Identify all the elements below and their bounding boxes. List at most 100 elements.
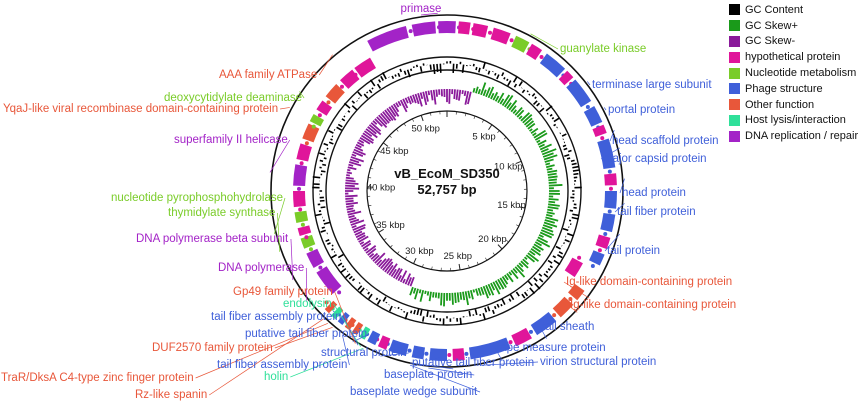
gene-label: tape measure protein: [497, 342, 606, 354]
cds-tip-11: [585, 105, 590, 110]
cds-tip-38: [337, 290, 342, 295]
cds-tip-21: [568, 297, 573, 302]
leader-line: [209, 318, 324, 396]
gene-label: structural protein: [321, 347, 407, 359]
gene-label: terminase large subunit: [592, 79, 712, 91]
cds-14: [597, 138, 616, 170]
cds-30: [377, 335, 391, 350]
scale-label: 5 kbp: [472, 131, 495, 142]
legend-label: DNA replication / repair: [745, 130, 859, 143]
scale-tick: [521, 170, 525, 172]
cds-4: [458, 21, 471, 35]
legend-item: Other function: [729, 97, 865, 113]
cds-tip-45: [299, 161, 304, 166]
gene-label: deoxycytidylate deaminase: [164, 92, 302, 104]
leader-line: [530, 33, 559, 50]
scale-tick: [383, 238, 387, 241]
legend-item: GC Skew-: [729, 34, 865, 50]
cds-tip-46: [304, 141, 309, 146]
gene-label: tail sheath: [542, 321, 594, 333]
legend-item: hypothetical protein: [729, 49, 865, 65]
cds-tip-1: [408, 29, 413, 34]
gene-label: portal protein: [608, 104, 675, 116]
leader-line: [409, 364, 481, 393]
leader-line: [586, 81, 591, 86]
cds-tip-26: [447, 352, 452, 357]
cds-40: [300, 234, 316, 249]
leader-line: [494, 347, 503, 361]
scale-tick: [519, 206, 526, 209]
leader-line: [333, 303, 361, 347]
scale-label: 30 kbp: [405, 246, 434, 257]
legend-swatch: [729, 35, 740, 47]
scale-tick: [378, 228, 384, 233]
gene-label: baseplate wedge subunit: [350, 386, 478, 398]
scale-tick: [464, 113, 467, 117]
cds-tip-41: [304, 235, 309, 240]
scale-label: 45 kbp: [380, 146, 409, 157]
cds-18: [595, 234, 611, 250]
legend-item: Host lysis/interaction: [729, 113, 865, 129]
cds-9: [539, 53, 566, 78]
legend-item: Phage structure: [729, 81, 865, 97]
scale-tick: [497, 244, 503, 250]
leader-line: [299, 91, 305, 99]
leader-line: [380, 352, 409, 357]
scale-tick: [373, 158, 377, 161]
legend-label: GC Content: [745, 3, 804, 16]
scale-label: 40 kbp: [367, 183, 396, 194]
leader-line: [609, 129, 615, 142]
cds-24: [511, 327, 532, 347]
cds-32: [359, 326, 371, 340]
cds-tip-17: [603, 231, 608, 236]
cds-tip-51: [353, 72, 358, 77]
cds-39: [306, 248, 325, 268]
gene-label: Ig-like domain-containing protein: [566, 276, 732, 288]
cds-15: [604, 173, 617, 186]
cds-25: [468, 337, 511, 360]
cds-tip-37: [324, 300, 329, 305]
gene-label: putative tail fiber protein: [245, 328, 367, 340]
gene-label: head scaffold protein: [612, 135, 719, 147]
legend-label: Phage structure: [745, 82, 823, 95]
leader-line: [600, 147, 620, 160]
cds-16: [604, 191, 617, 209]
scale-tick: [420, 115, 424, 122]
cds-22: [552, 296, 574, 318]
cds-51: [354, 57, 376, 78]
cds-tip-40: [308, 247, 313, 252]
cds-tip-50: [339, 84, 344, 89]
scale-tick: [515, 160, 522, 165]
cds-36: [331, 306, 344, 320]
cds-7: [511, 35, 530, 53]
legend-item: GC Content: [729, 2, 865, 18]
gene-label: DNA polymerase beta subunit: [136, 233, 289, 245]
scale-tick: [492, 252, 496, 256]
cds-45: [296, 143, 312, 162]
legend-label: hypothetical protein: [745, 51, 841, 64]
leader-line: [195, 322, 329, 379]
legend-swatch: [729, 67, 740, 79]
cds-tip-44: [297, 186, 302, 191]
cds-tip-19: [590, 263, 595, 268]
scale-tick: [373, 222, 377, 225]
gene-label: endolysin: [283, 298, 332, 310]
gene-label: DUF2570 family protein: [152, 342, 273, 354]
cds-48: [316, 100, 333, 116]
gc-content-track: [312, 60, 582, 325]
scale-tick: [382, 142, 389, 147]
legend-label: GC Skew-: [745, 35, 796, 48]
scale-tick: [503, 137, 507, 140]
cds-tip-42: [300, 222, 305, 227]
legend-label: Host lysis/interaction: [745, 114, 846, 127]
scale-tick: [370, 213, 374, 216]
leader-line: [290, 347, 364, 378]
leader-line: [619, 178, 625, 194]
cds-tip-27: [424, 351, 429, 356]
leader-line: [567, 304, 578, 313]
cds-tip-28: [407, 348, 412, 353]
cds-37: [324, 300, 338, 314]
